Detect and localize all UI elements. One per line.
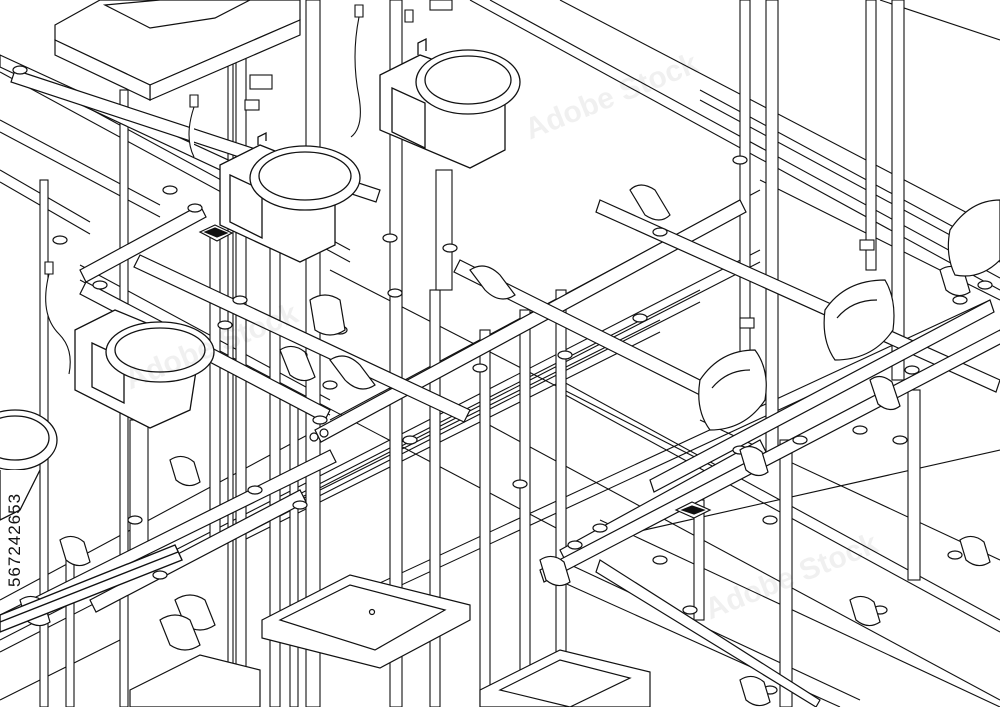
wall-toilet [74,309,215,429]
wall-toilet [0,409,58,521]
wall-toilet [219,131,361,263]
wall-toilet [379,37,521,169]
lower-washbasin [129,654,261,707]
stock-id-label: 567242653 [2,470,28,610]
upper-washbasin-counter [54,0,301,101]
stock-id-text: 567242653 [5,492,24,588]
urinal [698,349,767,431]
pipe-elbows [19,184,991,707]
floor-drain [198,224,234,242]
floor-drain [674,501,712,519]
urinal [823,279,895,361]
foreground-drain-pipe [0,544,183,633]
hand-shower-valves [44,0,875,375]
lower-washbasin [479,649,651,707]
urinal [947,199,1000,277]
lower-washbasin [261,574,471,669]
